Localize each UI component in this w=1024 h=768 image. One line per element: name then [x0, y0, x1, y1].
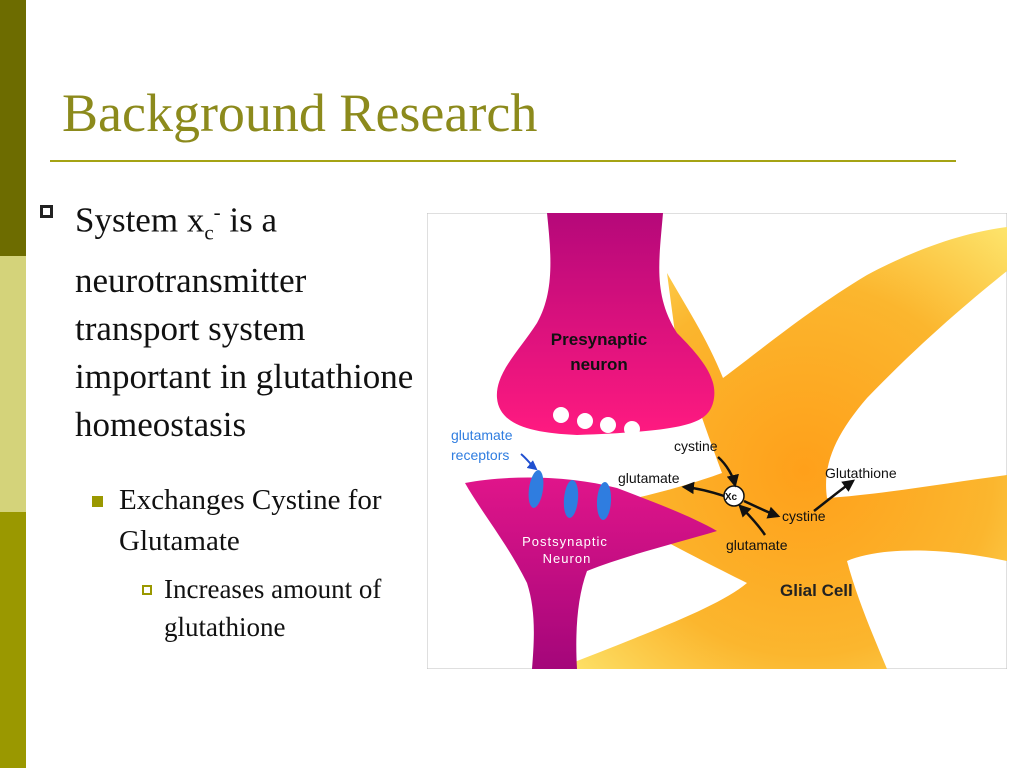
xc-transporter-label: Xc [725, 492, 738, 503]
receptor [528, 470, 544, 508]
presynaptic-label-line1: Presynaptic [551, 330, 647, 349]
vesicle [600, 417, 616, 433]
bullet-filled-square-icon [92, 496, 103, 507]
presynaptic-label-line2: neuron [570, 355, 628, 374]
bullet-level-2: Exchanges Cystine for Glutamate [119, 484, 382, 557]
slide-sidebar [0, 0, 26, 768]
bullet1-text-before: System x [75, 200, 205, 240]
bullet-level-1: System xc- is a neurotransmitter transpo… [75, 188, 415, 449]
glial-cell [557, 227, 1007, 669]
cystine-in-label: cystine [674, 438, 718, 454]
glutathione-label: Glutathione [825, 465, 897, 481]
receptors-label-line2: receptors [451, 447, 509, 463]
postsynaptic-neuron [465, 477, 717, 669]
synapse-diagram: Presynaptic neuron Postsynaptic Neuron g… [427, 213, 1007, 669]
glial-cell-label: Glial Cell [780, 581, 853, 600]
cystine-glial-arrow [743, 499, 781, 519]
slide-title: Background Research [62, 83, 538, 143]
glutamate-out-arrow [681, 481, 725, 498]
receptor [563, 480, 579, 518]
bullet-small-square-icon [142, 585, 152, 595]
title-rule [50, 160, 956, 162]
postsynaptic-label-line2: Neuron [543, 551, 592, 566]
cystine-in-arrow [717, 456, 739, 488]
glutamate-glial-label: glutamate [726, 537, 788, 553]
sidebar-segment-middle [0, 256, 26, 512]
sidebar-segment-top [0, 0, 26, 256]
bullet-square-icon [40, 205, 53, 218]
postsynaptic-label-line1: Postsynaptic [522, 534, 608, 549]
bullet1-superscript: - [213, 200, 221, 224]
vesicle [624, 421, 640, 437]
bullet1-subscript: c [204, 220, 214, 245]
receptors-arrow [520, 453, 538, 471]
glutamate-out-label: glutamate [618, 470, 680, 486]
glutamate-glial-arrow [738, 504, 767, 536]
bullet1-text-after: is a neurotransmitter transport system i… [75, 200, 414, 444]
presynaptic-neuron [496, 213, 715, 435]
cystine-glial-label: cystine [782, 508, 826, 524]
glutathione-arrow [813, 479, 856, 512]
sidebar-segment-bottom [0, 512, 26, 768]
receptors-label-line1: glutamate [451, 427, 513, 443]
vesicle [577, 413, 593, 429]
vesicle [553, 407, 569, 423]
bullet-level-3: Increases amount of glutathione [164, 574, 382, 642]
receptor [596, 482, 612, 520]
